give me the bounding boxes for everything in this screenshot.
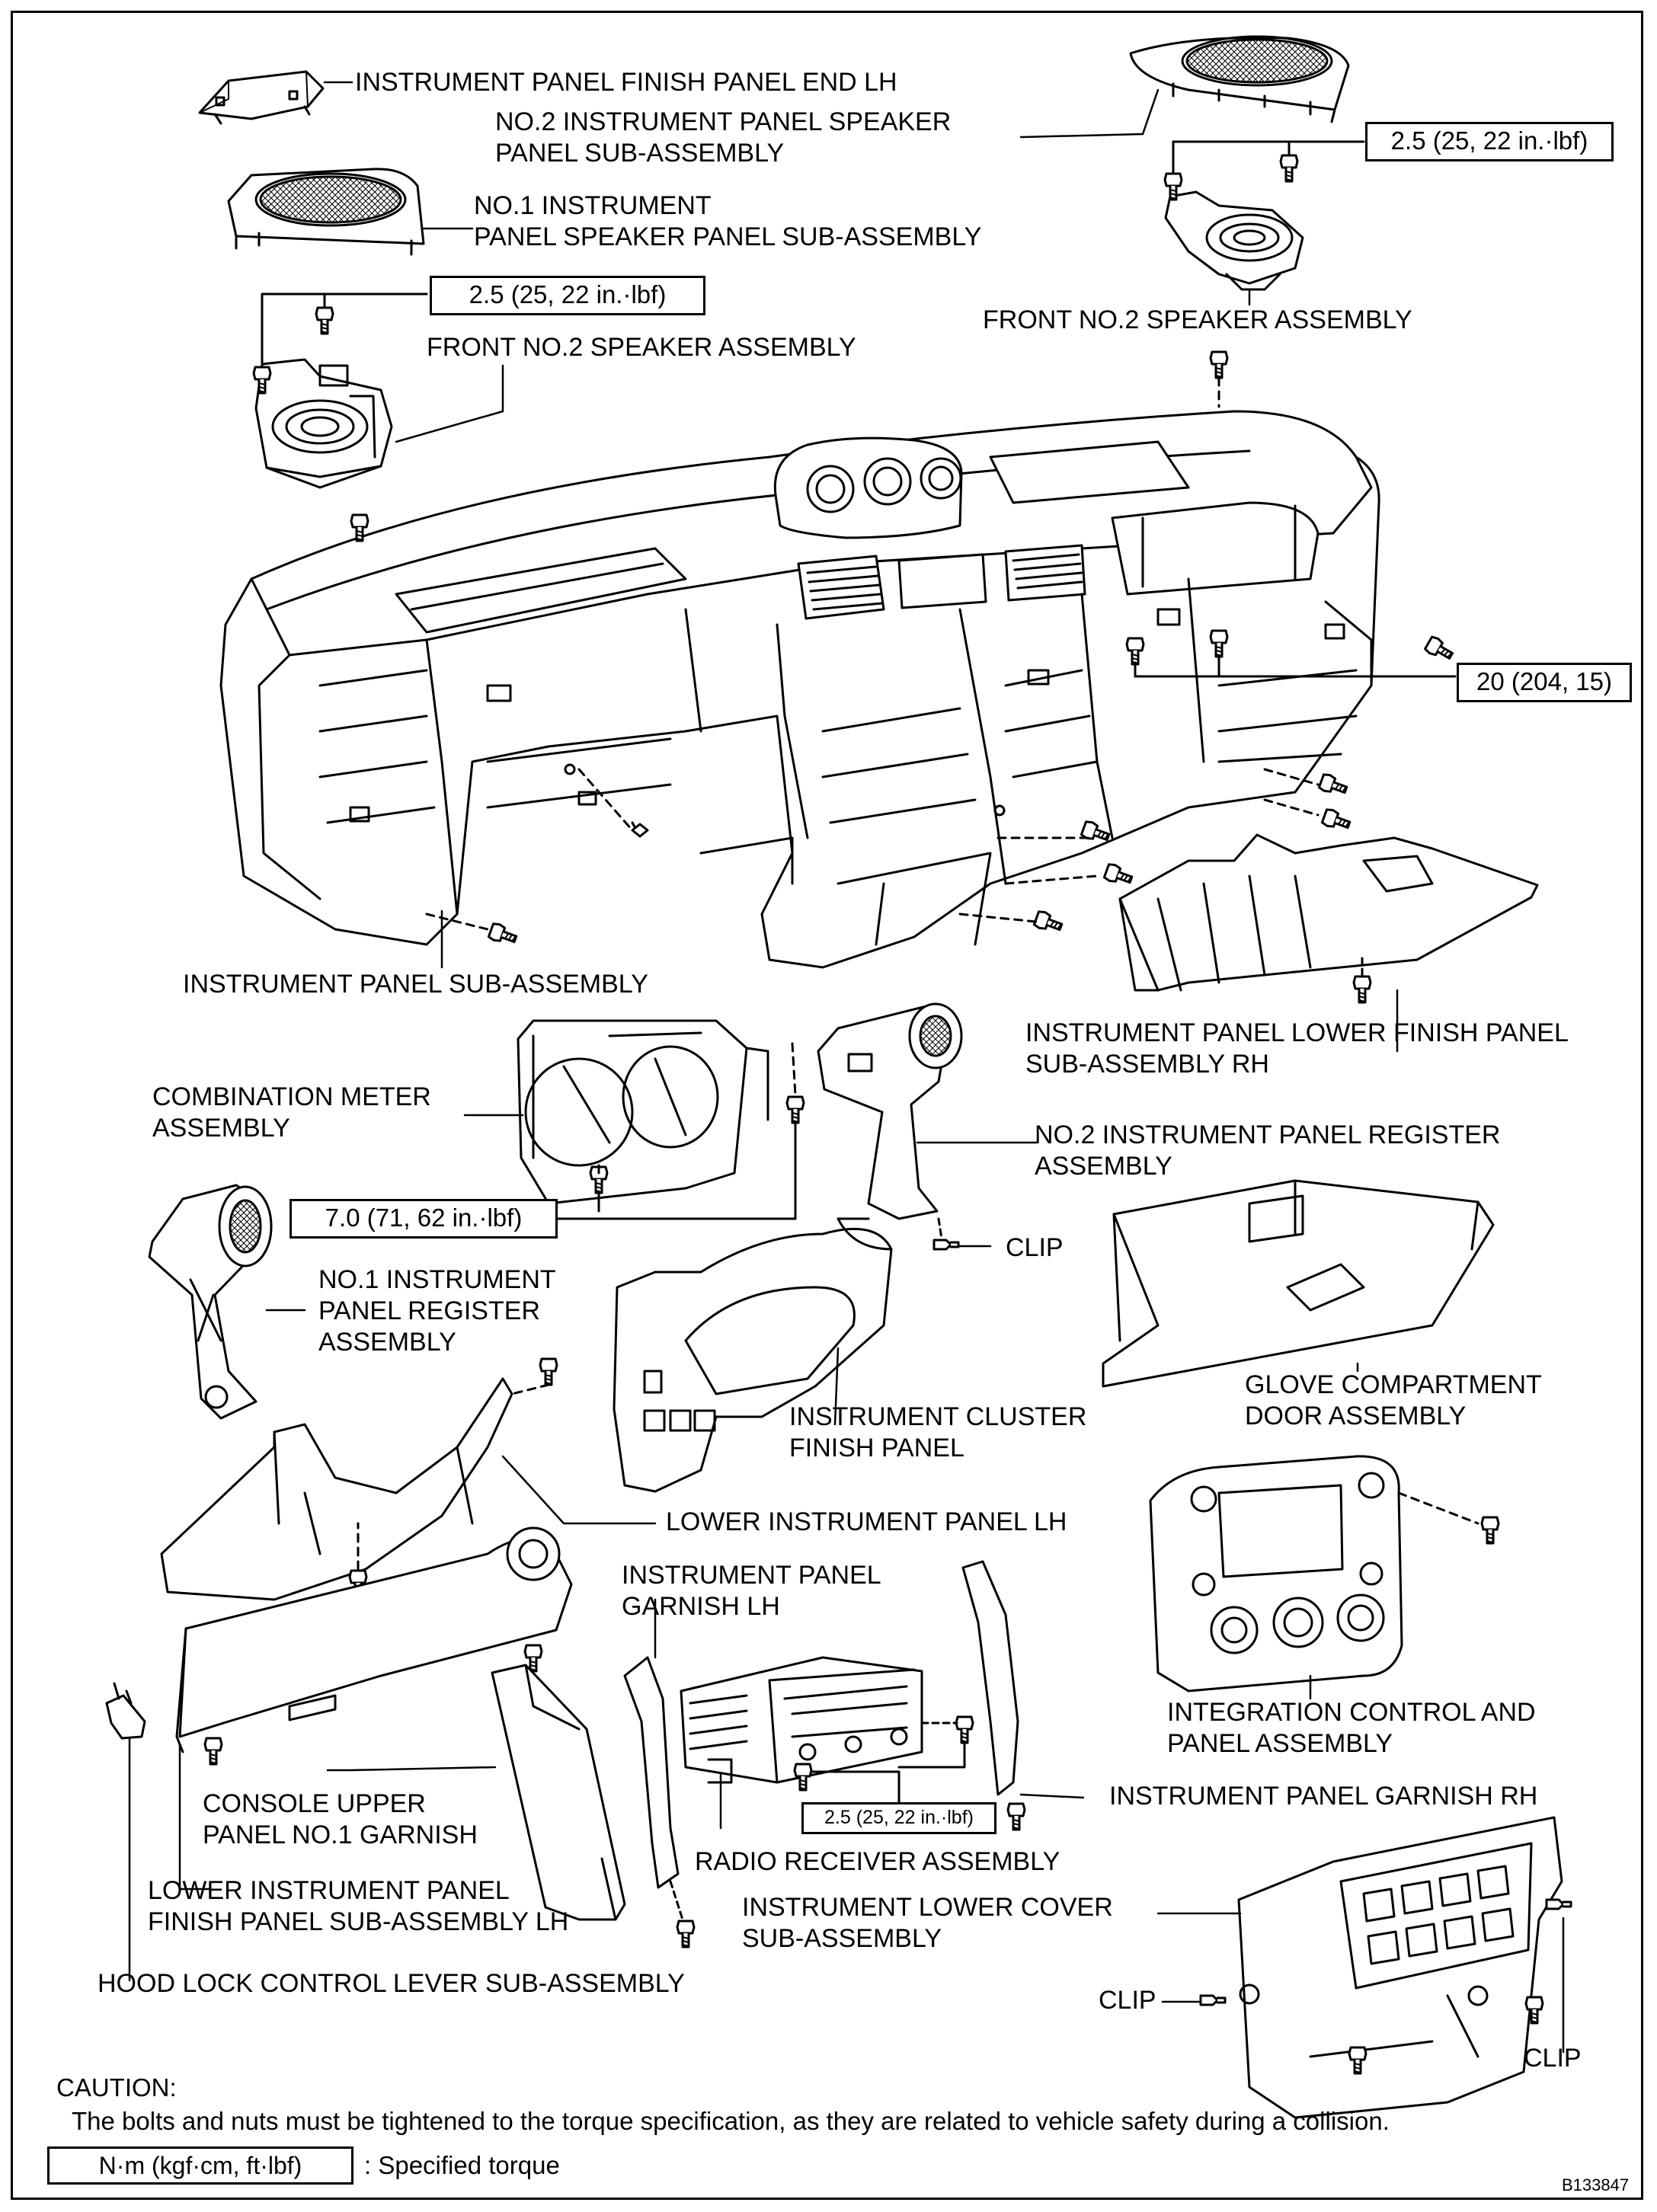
label-leaders: [128, 81, 1565, 2054]
meter-leader: [556, 1121, 797, 1220]
caution-text: The bolts and nuts must be tightened to …: [72, 2107, 1390, 2135]
label-radio-receiver: RADIO RECEIVER ASSEMBLY: [695, 1847, 1060, 1876]
figure-code: B133847: [1562, 2175, 1630, 2194]
label-garnish-lh: INSTRUMENT PANEL GARNISH LH: [622, 1561, 881, 1621]
speaker-right-leader: [1172, 140, 1365, 174]
label-lower-panel-lh: LOWER INSTRUMENT PANEL LH: [666, 1507, 1067, 1536]
torque-box-speaker-left: 2.5 (25, 22 in.·lbf): [430, 276, 705, 315]
radio-leader: [811, 1741, 966, 1805]
radio-receiver-part: [680, 1656, 923, 1784]
no2-register-part: [817, 1002, 963, 1220]
no1-register-part: [148, 1184, 273, 1420]
lower-instrument-panel-lh-part: [160, 1377, 513, 1601]
torque-box-radio: 2.5 (25, 22 in.·lbf): [801, 1802, 996, 1834]
label-clip-left: CLIP: [1099, 1986, 1156, 2015]
label-console-upper: CONSOLE UPPER PANEL NO.1 GARNISH: [203, 1789, 478, 1849]
label-glove-compartment: GLOVE COMPARTMENT DOOR ASSEMBLY: [1245, 1370, 1542, 1430]
label-instrument-panel-sub: INSTRUMENT PANEL SUB-ASSEMBLY: [183, 970, 648, 999]
instrument-lower-cover-part: [1237, 1816, 1563, 2119]
torque-box-panel-bolts: 20 (204, 15): [1457, 663, 1632, 702]
label-lower-cover: INSTRUMENT LOWER COVER SUB-ASSEMBLY: [742, 1893, 1113, 1953]
front-speaker-right-part: [1164, 190, 1304, 291]
label-lower-finish-lh: LOWER INSTRUMENT PANEL FINISH PANEL SUB-…: [148, 1876, 569, 1936]
label-front-speaker-right: FRONT NO.2 SPEAKER ASSEMBLY: [983, 305, 1412, 334]
front-speaker-left-part: [254, 358, 393, 489]
glove-compartment-part: [1102, 1179, 1495, 1388]
speaker-left-leader: [261, 292, 428, 367]
combination-meter-part: [517, 1019, 769, 1205]
console-upper-garnish-part: [491, 1664, 626, 1921]
label-no2-speaker-panel: NO.2 INSTRUMENT PANEL SPEAKER PANEL SUB-…: [495, 107, 952, 168]
caution-heading: CAUTION:: [56, 2073, 177, 2102]
label-no1-speaker-panel: NO.1 INSTRUMENT PANEL SPEAKER PANEL SUB-…: [474, 191, 982, 251]
no2-speaker-panel-part: [1129, 35, 1350, 123]
torque-box-speaker-right: 2.5 (25, 22 in.·lbf): [1365, 122, 1614, 161]
label-combination-meter: COMBINATION METER ASSEMBLY: [152, 1082, 431, 1143]
label-front-speaker-left: FRONT NO.2 SPEAKER ASSEMBLY: [427, 333, 856, 362]
instrument-cluster-finish-panel-part: [613, 1217, 893, 1493]
no1-speaker-panel-part: [227, 168, 425, 256]
legend-description: : Specified torque: [364, 2151, 560, 2179]
legend-unit-box: N·m (kgf·cm, ft·lbf): [47, 2146, 353, 2185]
label-cluster-finish: INSTRUMENT CLUSTER FINISH PANEL: [789, 1402, 1087, 1462]
label-clip-right: CLIP: [1524, 2044, 1582, 2073]
instrument-panel-garnish-lh-part: [623, 1656, 680, 1889]
lower-finish-panel-lh-part: [175, 1526, 573, 1753]
integration-control-panel-part: [1149, 1455, 1403, 1693]
instrument-panel-sub-assembly-part: [219, 410, 1380, 969]
panel-bolt-leader: [1134, 655, 1457, 678]
label-lower-finish-rh: INSTRUMENT PANEL LOWER FINISH PANEL SUB-…: [1025, 1018, 1569, 1079]
label-no1-register: NO.1 INSTRUMENT PANEL REGISTER ASSEMBLY: [318, 1265, 556, 1357]
label-clip-top: CLIP: [1006, 1233, 1064, 1262]
torque-box-meter: 7.0 (71, 62 in.·lbf): [289, 1199, 558, 1239]
label-finish-panel-end-lh: INSTRUMENT PANEL FINISH PANEL END LH: [355, 68, 897, 97]
hood-lock-lever-part: [105, 1682, 146, 1740]
finish-panel-end-lh-part: [198, 70, 325, 125]
instrument-panel-garnish-rh-part: [961, 1560, 1019, 1796]
label-garnish-rh: INSTRUMENT PANEL GARNISH RH: [1109, 1782, 1538, 1811]
label-hood-lock: HOOD LOCK CONTROL LEVER SUB-ASSEMBLY: [98, 1969, 685, 1998]
lower-finish-panel-rh-part: [1118, 833, 1539, 992]
label-no2-register: NO.2 INSTRUMENT PANEL REGISTER ASSEMBLY: [1035, 1120, 1501, 1181]
label-integration-control: INTEGRATION CONTROL AND PANEL ASSEMBLY: [1167, 1698, 1536, 1758]
